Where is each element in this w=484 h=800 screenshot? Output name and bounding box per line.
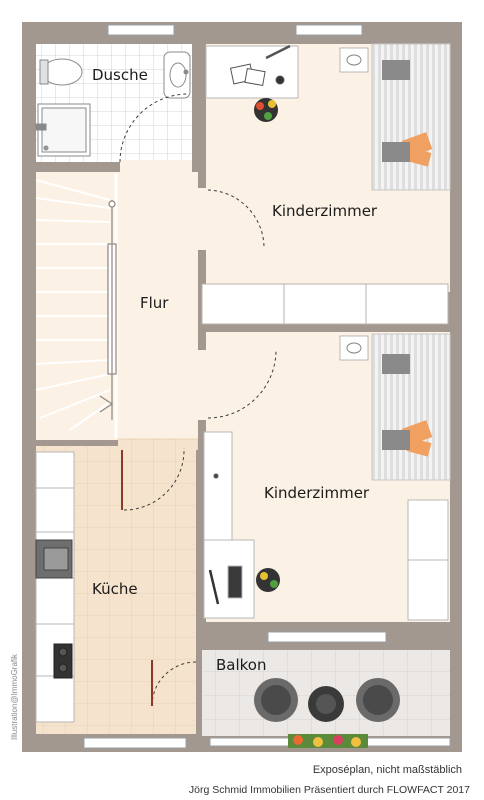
nightstand-1 bbox=[339, 47, 369, 73]
balcony-chair-right bbox=[356, 678, 400, 722]
shelf-2 bbox=[203, 431, 233, 543]
nightstand-2 bbox=[339, 335, 369, 361]
room-label-flur: Flur bbox=[140, 294, 169, 312]
cooktop bbox=[53, 643, 73, 679]
room-label-kueche: Küche bbox=[92, 580, 138, 598]
bed-1 bbox=[371, 43, 451, 191]
staircase bbox=[35, 174, 118, 438]
balcony-table bbox=[308, 686, 344, 722]
wardrobe-2 bbox=[407, 499, 449, 621]
door-gap-bath bbox=[120, 160, 192, 174]
oven bbox=[35, 539, 73, 579]
plan-footer: Jörg Schmid Immobilien Präsentiert durch… bbox=[188, 784, 470, 796]
door-gap-kinder1 bbox=[196, 188, 208, 250]
room-label-balkon: Balkon bbox=[216, 656, 267, 674]
stair-rail bbox=[99, 200, 117, 420]
toilet bbox=[39, 58, 83, 86]
chair-1 bbox=[254, 98, 278, 122]
sink bbox=[163, 51, 191, 99]
flower-box bbox=[288, 734, 368, 748]
room-label-dusche: Dusche bbox=[92, 66, 148, 84]
shower-tray bbox=[35, 103, 91, 157]
room-label-kinderzimmer-1: Kinderzimmer bbox=[272, 202, 378, 220]
hall-kitchen-gap bbox=[118, 438, 198, 450]
desk-1-items bbox=[229, 44, 291, 87]
balcony-chair-left bbox=[254, 678, 298, 722]
bed-2 bbox=[371, 333, 451, 481]
door-gap-kinder2 bbox=[196, 350, 208, 420]
wardrobe bbox=[201, 283, 449, 325]
plan-caption: Exposéplan, nicht maßstäblich bbox=[312, 764, 462, 776]
room-label-kinderzimmer-2: Kinderzimmer bbox=[264, 484, 370, 502]
kitchen-counter bbox=[35, 451, 75, 723]
desk-2 bbox=[203, 539, 255, 619]
side-credit: Illustration@ImmoGrafik bbox=[10, 654, 19, 740]
chair-2 bbox=[256, 568, 280, 592]
door-leaves bbox=[121, 450, 153, 706]
